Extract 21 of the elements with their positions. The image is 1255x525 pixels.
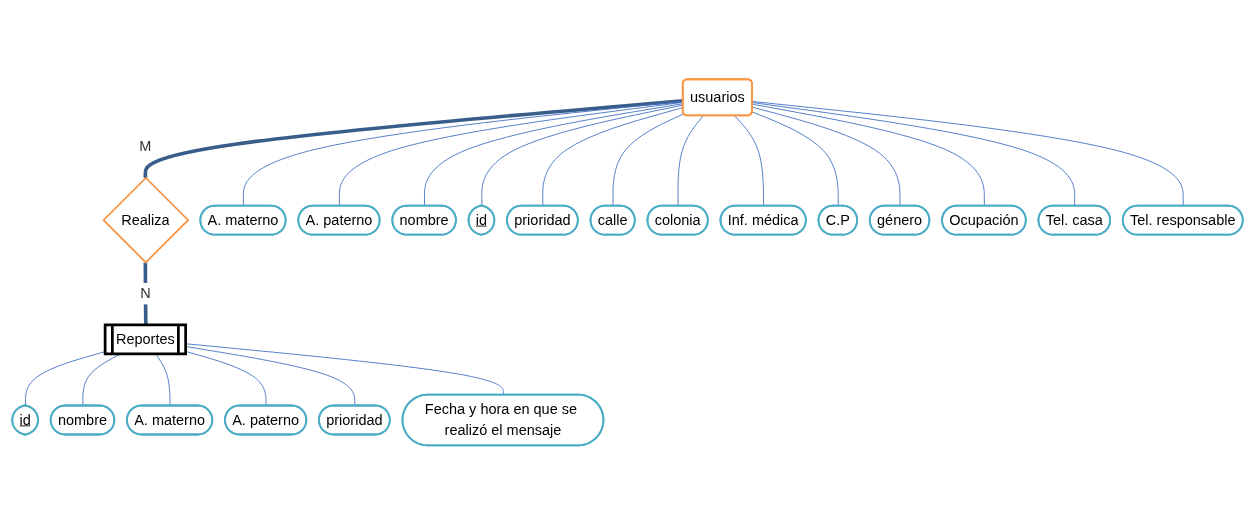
connector [155,354,171,407]
connector [185,351,267,407]
connector [481,104,684,207]
connector [185,343,504,396]
connector [542,107,684,207]
connector [185,346,356,407]
edge-label: M [139,138,152,155]
connector [752,101,1184,207]
connector [752,102,1076,207]
connector [612,113,685,207]
connector [143,262,148,326]
connector [424,103,684,207]
connector [338,102,684,207]
connector [677,115,704,207]
connector [752,103,985,207]
edge-label: N [140,285,151,302]
node-diamond: Realiza [102,176,190,264]
connector [751,111,839,207]
connector [734,115,765,207]
connector [242,101,684,207]
connector [752,106,901,207]
